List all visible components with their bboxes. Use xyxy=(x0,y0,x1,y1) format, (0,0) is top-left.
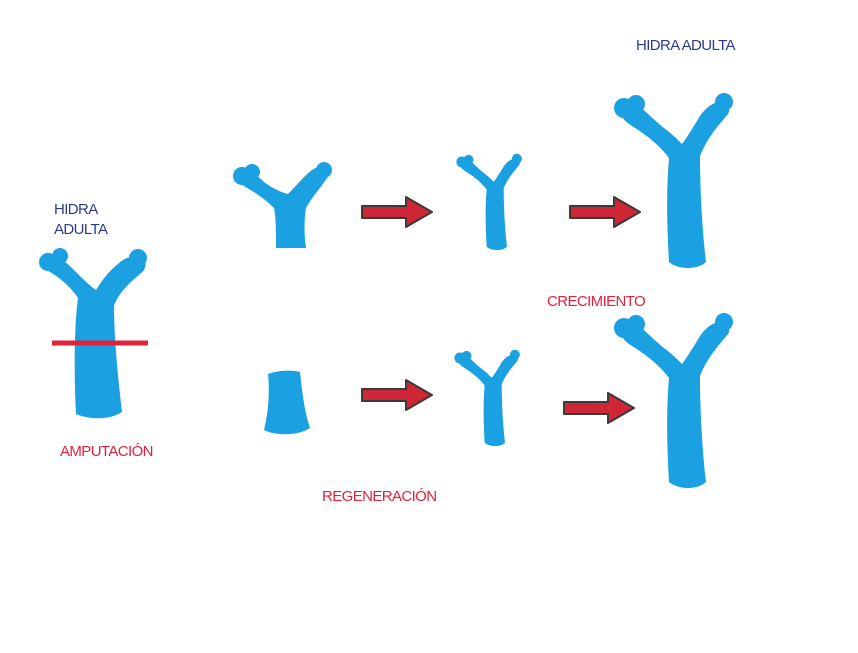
small-hydra-icon xyxy=(456,153,522,250)
upper-fragment-icon xyxy=(233,162,332,248)
label-regeneracion: REGENERACIÓN xyxy=(322,488,437,505)
label-hidra-adulta-top: HIDRA ADULTA xyxy=(636,37,736,54)
label-crecimiento: CRECIMIENTO xyxy=(547,293,646,310)
large-hydra-icon xyxy=(614,313,733,488)
arrow-right-icon xyxy=(563,392,635,424)
arrow-right-icon xyxy=(361,196,433,228)
small-hydra-icon xyxy=(454,349,520,446)
adult-hydra-icon xyxy=(39,248,147,419)
arrow-right-icon xyxy=(569,196,641,228)
label-amputacion: AMPUTACIÓN xyxy=(60,443,154,460)
arrow-right-icon xyxy=(361,379,433,411)
large-hydra-icon xyxy=(614,93,733,268)
lower-fragment-icon xyxy=(264,370,310,435)
label-hidra-adulta-left: HIDRA ADULTA xyxy=(54,201,108,238)
